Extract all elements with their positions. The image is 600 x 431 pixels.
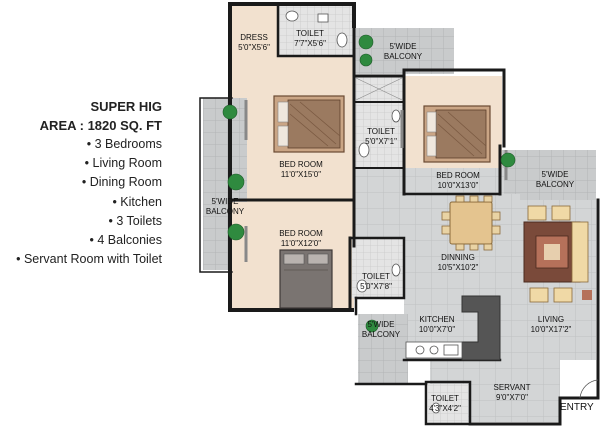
- walls: [199, 2, 600, 426]
- balcony2-floor: [502, 150, 596, 200]
- entry-door-icon: [579, 379, 599, 399]
- feature-item: Servant Room with Toilet: [0, 250, 162, 269]
- feature-item: Living Room: [0, 154, 162, 173]
- dining-table-icon: [441, 195, 501, 251]
- feature-item: 3 Bedrooms: [0, 135, 162, 154]
- plan-info-panel: SUPER HIG AREA : 1820 SQ. FT 3 Bedrooms …: [0, 97, 162, 269]
- kitchen-counter-icon: [405, 295, 501, 361]
- plant-icon: [222, 34, 516, 333]
- feature-item: Dining Room: [0, 173, 162, 192]
- shower-lines: [355, 77, 403, 101]
- sofa-set-icon: [523, 205, 592, 303]
- feature-item: Kitchen: [0, 193, 162, 212]
- bed-icon: [273, 95, 345, 153]
- plan-type-title: SUPER HIG: [90, 99, 162, 114]
- feature-item: 4 Balconies: [0, 231, 162, 250]
- feature-item: 3 Toilets: [0, 212, 162, 231]
- bed-icon: [423, 105, 491, 163]
- bed-icon: [279, 249, 333, 309]
- entry-label: ENTRY: [560, 402, 594, 413]
- toilet-fixtures: [285, 10, 441, 414]
- plan-area: AREA : 1820 SQ. FT: [39, 118, 162, 133]
- balcony1-floor: [354, 28, 454, 74]
